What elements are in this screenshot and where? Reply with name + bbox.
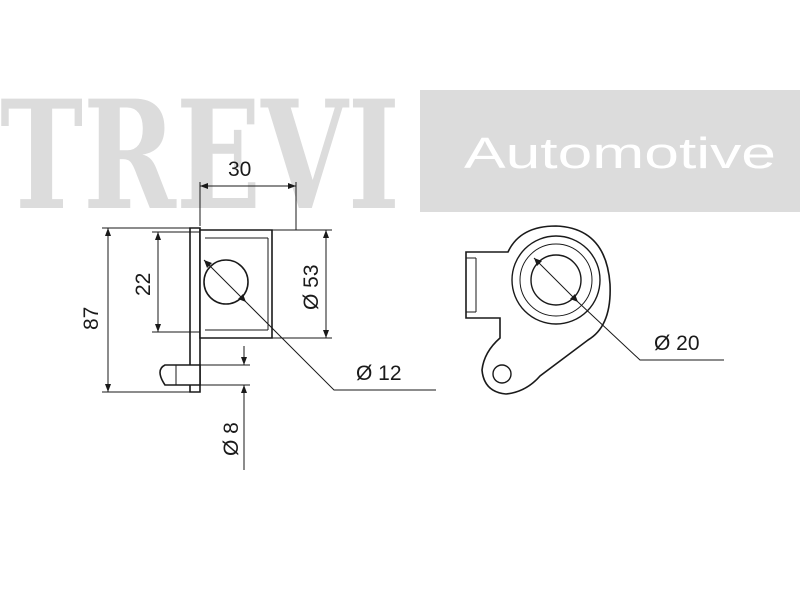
lug-hole xyxy=(492,364,512,384)
dim-8-label: Ø 8 xyxy=(220,422,243,456)
dim-87-label: 87 xyxy=(80,307,103,330)
side-boss xyxy=(465,252,477,318)
tagline-watermark: Automotive xyxy=(464,129,776,178)
dim-53-label: Ø 53 xyxy=(300,264,323,310)
dim-30-label: 30 xyxy=(228,158,251,181)
dim-8-ext xyxy=(200,364,250,386)
dim-30-ext xyxy=(199,182,297,230)
pulley-mid-ring xyxy=(519,243,593,317)
side-view: 30 87 22 Ø 53 Ø 12 Ø 8 xyxy=(80,158,436,470)
pulley-outer-ring xyxy=(511,235,601,325)
dim-22-ext xyxy=(152,231,200,333)
pulley-inner-lines xyxy=(205,237,269,331)
dim-87-ext xyxy=(102,227,190,393)
dim-22-label: 22 xyxy=(132,273,155,296)
pin xyxy=(159,364,201,386)
back-plate xyxy=(189,227,201,393)
dim-20-leader xyxy=(533,257,724,361)
watermark: TREVI Automotive xyxy=(0,68,800,244)
housing-outline xyxy=(465,225,611,395)
pulley-bore-ring xyxy=(530,254,582,306)
dim-12-label: Ø 12 xyxy=(356,362,402,385)
dim-20-label: Ø 20 xyxy=(654,332,700,355)
dim-12-leader xyxy=(203,259,436,391)
tagline-box xyxy=(420,90,800,212)
front-view: Ø 20 xyxy=(465,225,724,395)
